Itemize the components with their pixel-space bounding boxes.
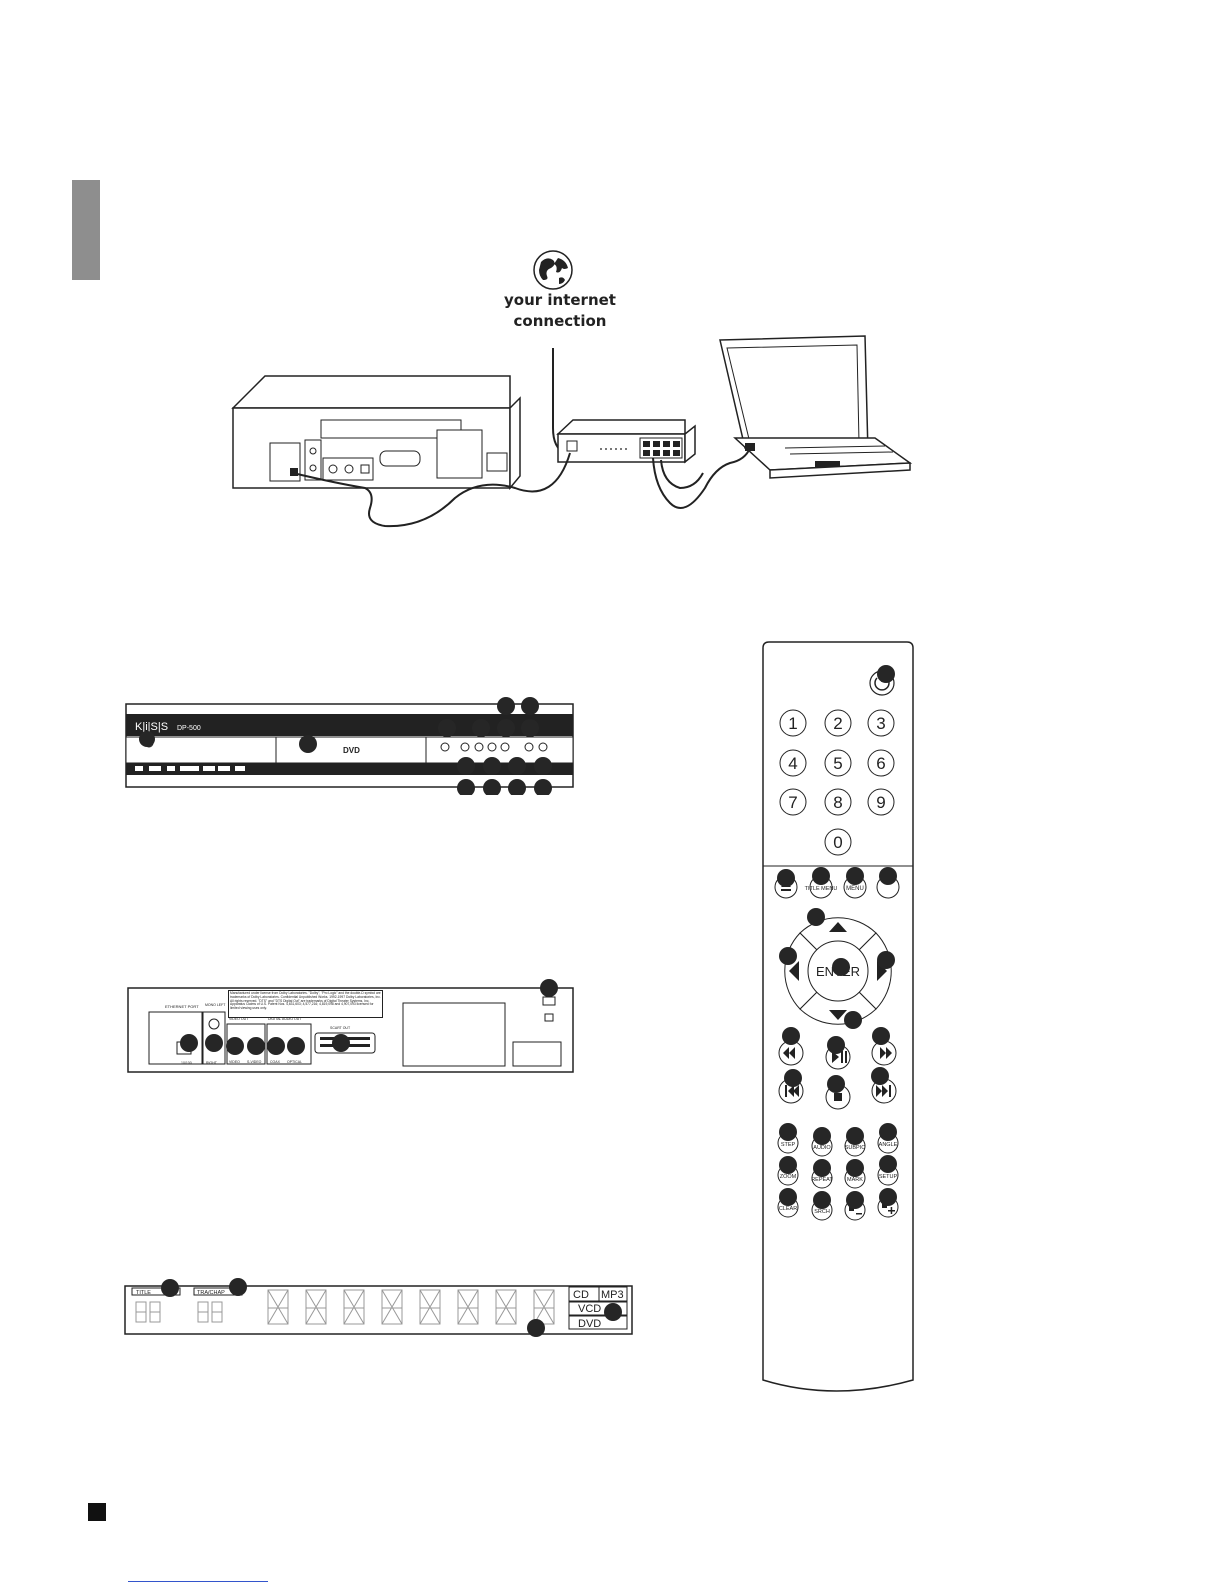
rear-scart-label: SCART OUT — [330, 1026, 351, 1030]
menu-label: MENU — [846, 886, 864, 892]
rear-ethernet-label: ETHERNET PORT — [165, 1004, 199, 1009]
rewind-icon — [783, 1047, 795, 1059]
digit-4-label: 4 — [788, 754, 797, 773]
front-model: DP-500 — [177, 725, 201, 732]
next-icon — [876, 1085, 891, 1097]
footer-link-line — [128, 1581, 268, 1582]
rear-optical-jack: OPTICAL — [287, 1060, 302, 1064]
connection-diagram — [231, 250, 913, 528]
play-pause-icon — [832, 1051, 847, 1063]
digit-7-label: 7 — [788, 793, 797, 812]
digit-1-button[interactable] — [779, 709, 807, 737]
remote-control: 1 2 3 4 5 6 7 8 9 0 TITLE MENU MENU ENTE… — [762, 641, 914, 1392]
remote-callouts — [777, 665, 897, 1209]
stop-icon — [834, 1093, 842, 1101]
router-illustration — [556, 419, 696, 464]
digit-5-button[interactable] — [824, 749, 852, 777]
previous-icon — [785, 1085, 799, 1097]
arrow-left-icon — [789, 961, 799, 981]
setup-label: SETUP — [879, 1174, 898, 1180]
rear-dolby-notice: Manufactured under license from Dolby La… — [228, 990, 383, 1018]
rear-audio-right-label: RIGHT — [206, 1061, 218, 1065]
digit-3-label: 3 — [876, 714, 885, 733]
digit-6-button[interactable] — [867, 749, 895, 777]
digit-8-label: 8 — [833, 793, 842, 812]
digit-keypad: 1 2 3 4 5 6 7 8 9 0 — [779, 709, 895, 856]
display-trachap-label: TRA/CHAP — [197, 1290, 225, 1296]
subpic-label: SUBPIC — [845, 1145, 866, 1151]
digit-1-label: 1 — [788, 714, 797, 733]
digit-6-label: 6 — [876, 754, 885, 773]
digit-9-button[interactable] — [867, 788, 895, 816]
audio-label: AUDIO — [813, 1145, 831, 1151]
page-marker — [88, 1503, 106, 1521]
repeat-label: REPEAT — [811, 1177, 833, 1183]
globe-icon — [533, 250, 573, 290]
digit-5-label: 5 — [833, 754, 842, 773]
rear-audio-top-label: MONO LEFT — [205, 1003, 226, 1007]
front-display: TITLE TRA/CHAP CD MP3 VCD DVD — [124, 1278, 633, 1337]
front-panel: K|i|S|S DP-500 DVD — [125, 697, 574, 795]
digit-0-label: 0 — [833, 833, 842, 852]
rear-panel: ETHERNET PORT 10/100 MONO LEFT RIGHT VID… — [127, 979, 574, 1073]
digit-4-button[interactable] — [779, 749, 807, 777]
rear-digital-audio-label: DIGITAL AUDIO OUT — [268, 1017, 302, 1021]
clear-label: CLEAR — [779, 1206, 797, 1212]
section-tab — [72, 180, 100, 280]
zoom-label: ZOOM — [780, 1174, 797, 1180]
rear-video-jack: VIDEO — [229, 1060, 240, 1064]
badge-vcd: VCD — [578, 1303, 601, 1315]
display-title-label: TITLE — [136, 1290, 151, 1296]
rear-coax-jack: COAX — [270, 1060, 281, 1064]
arrow-down-icon — [829, 1010, 847, 1020]
digit-8-button[interactable] — [824, 788, 852, 816]
digit-3-button[interactable] — [867, 709, 895, 737]
title-menu-label: TITLE MENU — [805, 886, 838, 892]
rear-video-out-label: VIDEO OUT — [229, 1017, 249, 1021]
angle-label: ANGLE — [879, 1142, 898, 1148]
digit-9-label: 9 — [876, 793, 885, 812]
laptop-illustration — [719, 335, 913, 479]
front-dvd-logo: DVD — [343, 746, 360, 755]
rear-svideo-jack: S-VIDEO — [247, 1060, 262, 1064]
digit-7-button[interactable] — [779, 788, 807, 816]
digit-2-label: 2 — [833, 714, 842, 733]
digit-2-button[interactable] — [824, 709, 852, 737]
badge-dvd: DVD — [578, 1318, 601, 1330]
step-label: STEP — [781, 1142, 796, 1148]
rear-ethernet-jack: 10/100 — [181, 1061, 192, 1065]
caption-line-1: your internet — [504, 291, 616, 309]
mark-label: MARK — [847, 1177, 863, 1183]
dvd-player-illustration — [231, 375, 521, 491]
badge-mp3: MP3 — [601, 1289, 624, 1301]
internet-caption: your internet connection — [495, 290, 625, 332]
digit-0-button[interactable] — [824, 828, 852, 856]
arrow-up-icon — [829, 922, 847, 932]
fast-forward-icon — [880, 1047, 892, 1059]
segment-digits — [135, 1289, 555, 1325]
front-brand: K|i|S|S — [135, 721, 168, 733]
caption-line-2: connection — [513, 312, 607, 330]
search-label: SRCH — [814, 1209, 830, 1215]
badge-cd: CD — [573, 1289, 589, 1301]
